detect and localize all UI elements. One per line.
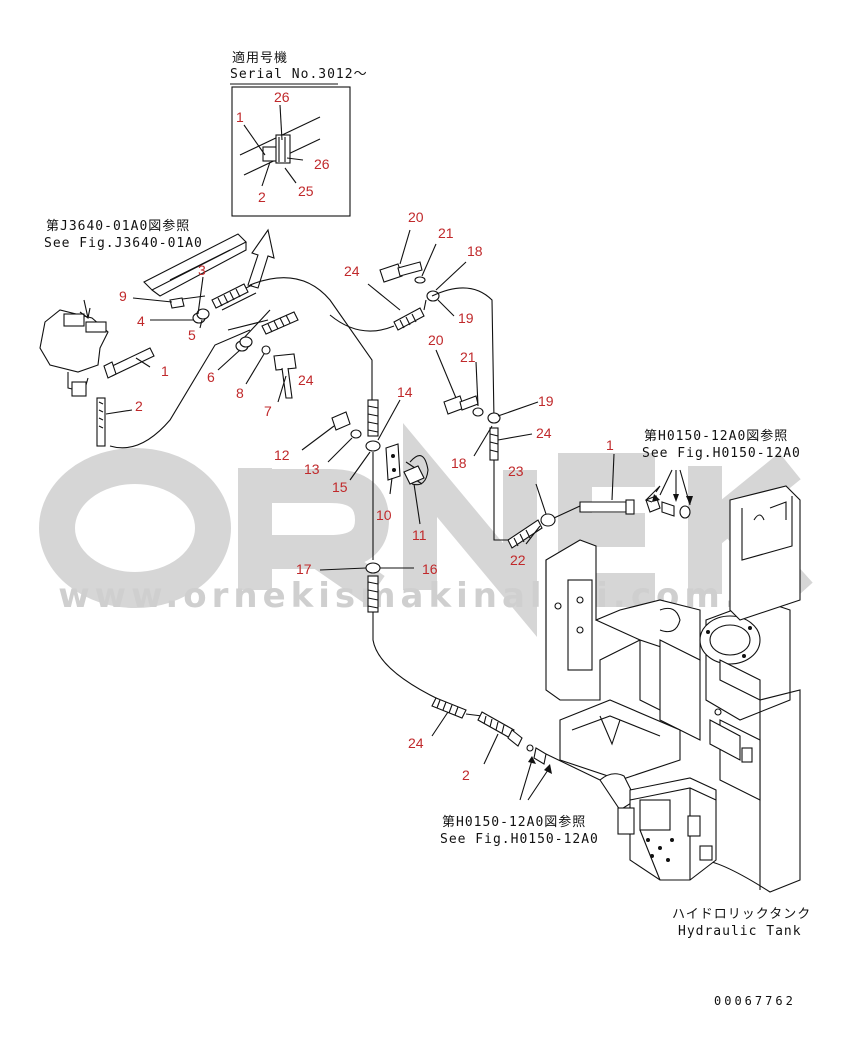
fitting-23 — [540, 513, 556, 527]
part-label-12: 12 — [274, 447, 290, 463]
bolt-1-right — [579, 501, 627, 513]
inset-label-25: 25 — [298, 183, 314, 199]
hose-fitting-24-top — [393, 307, 425, 331]
leader-lines — [105, 229, 615, 765]
inset-pointer-arrow — [247, 228, 275, 289]
tank-label-en: Hydraulic Tank — [678, 924, 802, 939]
watermark-letter-o — [39, 448, 231, 608]
bolt-2-left — [96, 397, 106, 447]
inset-serial: Serial No.3012～ — [230, 67, 368, 82]
part-label-2-left: 2 — [135, 398, 143, 414]
ref-h0150-bottom-jp: 第H0150-12A0図参照 — [442, 815, 587, 830]
solenoid-valve — [39, 299, 109, 397]
washer-21-top — [414, 276, 426, 284]
clamp-15 — [365, 440, 381, 452]
hose-center-lower — [372, 612, 441, 701]
nut-12 — [331, 411, 351, 431]
hose-fitting-14 — [367, 399, 379, 437]
part-label-18-top: 18 — [467, 243, 483, 259]
bolt-2-lower — [477, 711, 515, 739]
part-label-23: 23 — [508, 463, 524, 479]
part-label-14: 14 — [397, 384, 413, 400]
part-label-6: 6 — [207, 369, 215, 385]
part-label-13: 13 — [304, 461, 320, 477]
tank-label-jp: ハイドロリックタンク — [672, 907, 812, 922]
inset-label-2: 2 — [258, 189, 266, 205]
watermark: www.ornekismakinalari.com.tr — [39, 423, 813, 637]
ref-h0150-bottom-en: See Fig.H0150-12A0 — [440, 832, 599, 847]
control-valve-block — [599, 773, 717, 881]
part-label-15: 15 — [332, 479, 348, 495]
part-label-4: 4 — [137, 313, 145, 329]
clamp-16-17 — [365, 562, 381, 574]
hose-fitting-22 — [507, 519, 543, 549]
clamp-plate-10 — [385, 443, 401, 481]
hose-left-upper — [249, 277, 373, 400]
inset-label-26-top: 26 — [274, 89, 290, 105]
ref-j3640-jp: 第J3640-01A0図参照 — [46, 219, 191, 234]
inset-frame — [231, 86, 351, 217]
bracket-plate — [143, 233, 247, 297]
part-labels: 3 9 4 5 1 6 8 7 24 2 20 21 18 24 19 20 2… — [119, 209, 614, 783]
part-label-3: 3 — [198, 262, 206, 278]
serial-inset: 26 1 26 2 25 — [230, 83, 351, 217]
part-label-1-left: 1 — [161, 363, 169, 379]
part-label-17: 17 — [296, 561, 312, 577]
part-label-19-top: 19 — [458, 310, 474, 326]
watermark-letter-n — [403, 423, 537, 637]
part-label-19-mid: 19 — [538, 393, 554, 409]
part-label-20-mid: 20 — [428, 332, 444, 348]
part-label-7: 7 — [264, 403, 272, 419]
ref-h0150-top-jp: 第H0150-12A0図参照 — [644, 429, 789, 444]
ref-h0150-top-en: See Fig.H0150-12A0 — [642, 446, 801, 461]
part-label-18-mid: 18 — [451, 455, 467, 471]
part-label-22: 22 — [510, 552, 526, 568]
part-label-21-top: 21 — [438, 225, 454, 241]
part-label-21-mid: 21 — [460, 349, 476, 365]
part-label-24-bottom: 24 — [408, 735, 424, 751]
part-label-16: 16 — [422, 561, 438, 577]
hose-left-lower — [109, 329, 251, 449]
part-label-1-right: 1 — [606, 437, 614, 453]
inset-label-26-right: 26 — [314, 156, 330, 172]
watermark-letter-r — [238, 468, 390, 604]
part-label-11: 11 — [412, 527, 427, 543]
part-label-24-mid: 24 — [536, 425, 552, 441]
inset-label-1: 1 — [236, 109, 244, 125]
hose-right-upper — [431, 287, 495, 421]
part-label-24-top: 24 — [344, 263, 360, 279]
part-label-20-top: 20 — [408, 209, 424, 225]
bolt-7 — [273, 353, 297, 371]
drawing-number: 00067762 — [714, 994, 796, 1008]
part-label-10: 10 — [376, 507, 392, 523]
part-label-9: 9 — [119, 288, 127, 304]
part-label-5: 5 — [188, 327, 196, 343]
washer-21-mid — [472, 407, 484, 417]
inset-applicable-jp: 適用号機 — [232, 51, 289, 66]
washer-13 — [350, 429, 362, 439]
part-label-24-left: 24 — [298, 372, 314, 388]
machine-frame — [545, 485, 801, 893]
ref-j3640-en: See Fig.J3640-01A0 — [44, 236, 203, 251]
part-label-8: 8 — [236, 385, 244, 401]
watermark-letter-e — [558, 453, 655, 607]
part-label-2-bottom: 2 — [462, 767, 470, 783]
